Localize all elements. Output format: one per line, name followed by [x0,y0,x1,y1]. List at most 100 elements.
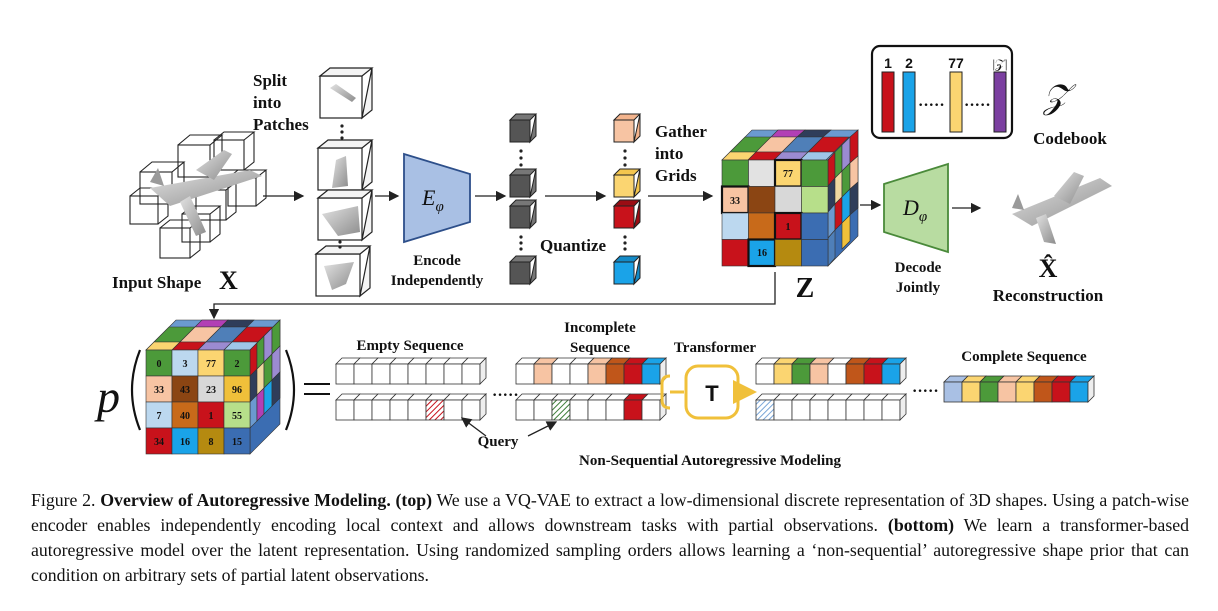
gather-label-3: Grids [655,166,697,185]
p-grid-cell-number: 96 [232,385,242,396]
codebook-dots-1: ····· [918,97,945,114]
decode-label-2: Jointly [896,280,941,296]
codebook-dots-2: ····· [964,97,991,114]
caption-bottom-tag: (bottom) [887,515,955,535]
sequence-token [773,357,799,385]
sequence-token [389,393,415,421]
decoder-block [883,162,949,254]
patch-boxes [314,67,374,298]
input-symbol: X [219,266,238,295]
sequence-token [551,393,577,421]
reconstruction-illustration [1012,172,1112,244]
empty-sequence-row-2 [335,393,487,421]
sequence-token [461,357,487,385]
p-grid-cell-number: 1 [209,411,214,422]
empty-sequence-label: Empty Sequence [356,338,463,354]
p-grid-cell-number: 3 [183,359,188,370]
z-to-prior-connector [208,272,776,320]
sequence-token [515,393,541,421]
caption-bottom-text: We learn a transformer-based autoregress… [31,515,1190,585]
sequence-token [335,393,361,421]
transformer-in-brace [660,374,671,410]
reconstruction-label: Reconstruction [993,286,1104,305]
sequence-token [881,393,907,421]
codebook-index-1: 1 [884,55,892,71]
incomplete-sequence-label-1: Incomplete [564,320,636,336]
architecture-figure: Input Shape X Split into Patches Eφ Enco… [94,44,1112,469]
p-grid-cell-number: 23 [206,385,216,396]
caption-top-text: We use a VQ-VAE to extract a low-dimensi… [31,490,1190,535]
complete-sequence-label: Complete Sequence [961,349,1087,365]
p-grid-cell-number: 77 [206,359,216,370]
z-symbol: Z [796,273,815,304]
sequence-token [443,357,469,385]
token-sequences [335,357,1095,421]
gather-label-1: Gather [655,122,707,141]
encoder-block [403,152,471,244]
sequence-token [569,357,595,385]
p-grid-cell-number: 43 [180,385,190,396]
quantized-cubes [612,113,642,286]
p-grid-cell-number: 33 [154,385,164,396]
reconstruction-symbol: X̂ [1039,254,1058,283]
gather-label-2: into [655,144,683,163]
sequence-token [943,375,969,403]
codebook-bar-77 [949,71,963,133]
decode-label-1: Decode [895,260,942,276]
codebook-symbol: 𝒵 [1042,79,1077,116]
ellipsis-1: ····· [492,387,519,404]
sequence-token [845,357,871,385]
sequence-token [1015,375,1041,403]
transformer-output-row-1 [755,357,907,385]
codebook-index-77: 77 [948,55,964,71]
sequence-token [407,357,433,385]
transformer-output-row-2 [755,393,907,421]
query-label: Query [478,434,519,450]
patch-vertical-dots [338,124,344,249]
sequence-token [551,357,577,385]
sequence-token [1069,375,1095,403]
figure-caption: Figure 2. Overview of Autoregressive Mod… [31,488,1189,588]
open-paren [130,349,142,431]
codebook-bar-1 [881,71,895,133]
sequence-token [623,393,649,421]
sequence-token [371,393,397,421]
incomplete-sequence-row-2 [515,393,667,421]
p-grid-cell-number: 16 [180,437,190,448]
codebook-index-last: |𝒵| [992,56,1007,71]
sequence-token [809,393,835,421]
caption-title: Overview of Autoregressive Modeling. [100,490,391,510]
transformer-symbol: T [705,381,719,406]
z-cell-33: 33 [730,196,740,207]
nsar-label: Non-Sequential Autoregressive Modeling [579,453,841,469]
split-label-2: into [253,93,281,112]
quantized-vertical-dots [623,149,627,251]
codebook-bar-2 [902,71,916,133]
close-paren [284,349,296,431]
encode-label-1: Encode [413,253,461,269]
p-latent-grid [145,319,281,455]
codebook-index-2: 2 [905,55,913,71]
sequence-token [1051,375,1077,403]
latent-vertical-dots [519,149,523,251]
split-label-3: Patches [253,115,309,134]
sequence-token [791,357,817,385]
query-arrow-2 [527,421,558,437]
p-grid-cell-number: 15 [232,437,242,448]
sequence-token [605,357,631,385]
z-cell-1: 1 [786,222,791,233]
z-latent-grid [720,129,859,268]
query-arrow-1 [460,417,487,437]
sequence-token [425,393,451,421]
sequence-token [881,357,907,385]
encode-label-2: Independently [391,273,484,289]
codebook-bar-last [993,71,1007,133]
z-cell-16: 16 [757,248,767,259]
complete-sequence-row [943,375,1095,403]
split-label-1: Split [253,71,287,90]
sequence-token [353,357,379,385]
sequence-token [961,375,987,403]
sequence-token [755,357,781,385]
p-grid-cell-number: 40 [180,411,190,422]
